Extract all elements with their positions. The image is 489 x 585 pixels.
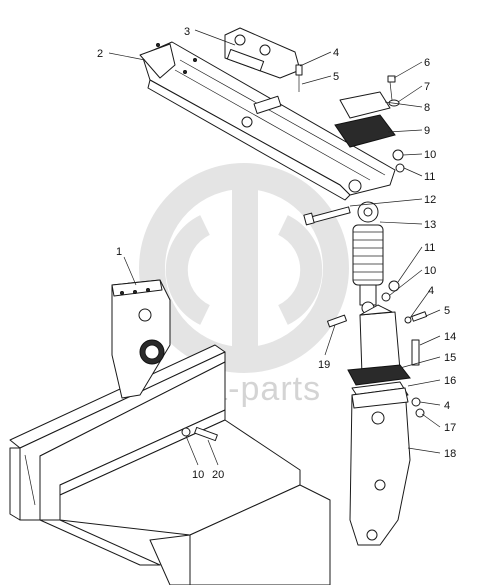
callout-11a: 11 (424, 171, 435, 183)
callout-8: 8 (424, 102, 430, 114)
mount-bracket (327, 304, 428, 401)
callout-2: 2 (97, 48, 103, 60)
callout-11b: 11 (424, 242, 435, 254)
lower-bracket (349, 387, 425, 546)
frame-bolt (181, 426, 218, 442)
callout-6: 6 (424, 57, 430, 69)
callout-17: 17 (444, 422, 456, 434)
callout-4b: 4 (428, 285, 434, 297)
hinge-bracket (224, 27, 303, 92)
callout-1: 1 (116, 246, 122, 258)
callout-10b: 10 (424, 265, 436, 277)
callout-10c: 10 (192, 469, 204, 481)
callout-19: 19 (318, 359, 330, 371)
callout-9: 9 (424, 125, 430, 137)
callout-4c: 4 (444, 400, 450, 412)
watermark-logo-icon (139, 163, 349, 373)
callout-20: 20 (212, 469, 224, 481)
leader-lines (108, 29, 441, 466)
frame-bracket (111, 279, 171, 399)
callout-3: 3 (184, 26, 190, 38)
rubber-pad-assembly (334, 75, 405, 173)
callout-18: 18 (444, 448, 456, 460)
bolt (303, 206, 351, 226)
callout-labels: 1 2 3 4 5 6 7 8 9 10 11 12 13 11 10 4 5 … (97, 26, 456, 481)
callout-15: 15 (444, 352, 456, 364)
callout-16: 16 (444, 375, 456, 387)
callout-7: 7 (424, 81, 430, 93)
callout-4a: 4 (333, 47, 339, 59)
suspension-arm (139, 41, 396, 201)
callout-12: 12 (424, 194, 436, 206)
callout-5a: 5 (333, 71, 339, 83)
callout-5b: 5 (444, 305, 450, 317)
callout-10a: 10 (424, 149, 436, 161)
shock-absorber (352, 201, 400, 315)
callout-14: 14 (444, 331, 456, 343)
callout-13: 13 (424, 219, 436, 231)
